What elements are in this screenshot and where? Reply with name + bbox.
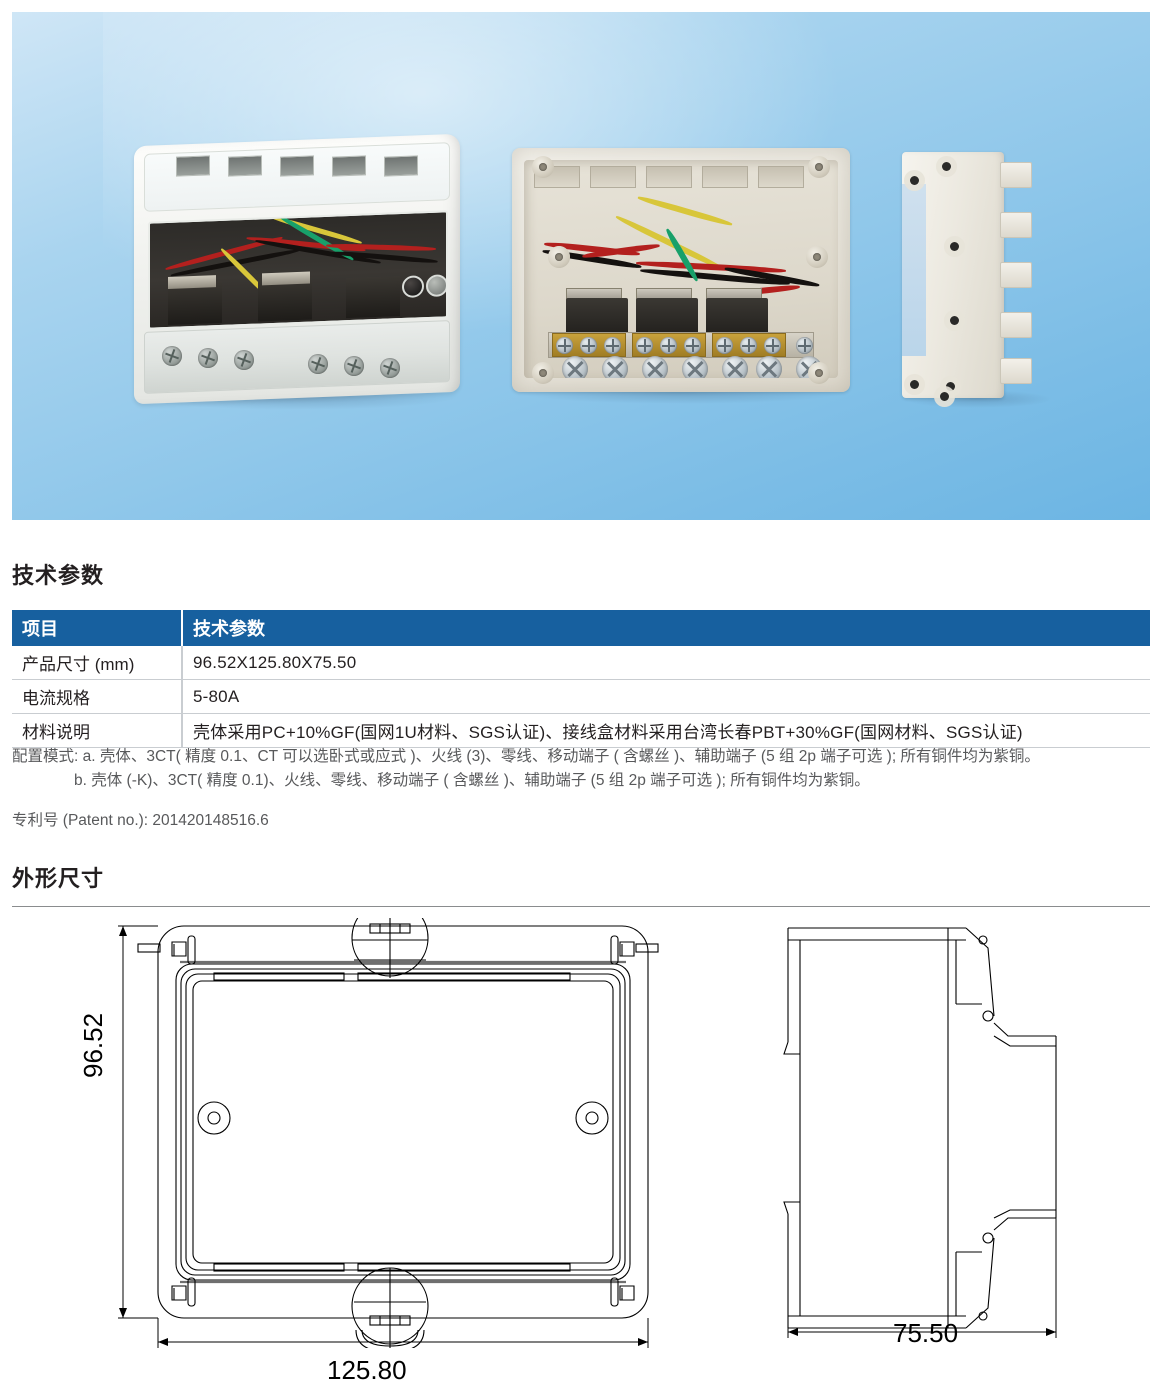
snap-tab bbox=[1000, 212, 1032, 238]
section-title-tech-params: 技术参数 bbox=[12, 563, 105, 588]
mounting-hole bbox=[910, 380, 919, 389]
cover-screw bbox=[682, 356, 708, 378]
table-header-row: 项目 技术参数 bbox=[12, 610, 1150, 646]
terminal-screw bbox=[716, 337, 733, 354]
terminal-screw bbox=[636, 337, 653, 354]
side-view-drawing bbox=[783, 927, 1057, 1338]
mounting-boss bbox=[806, 246, 828, 268]
table-row: 产品尺寸 (mm) 96.52X125.80X75.50 bbox=[12, 646, 1150, 680]
configuration-notes: 配置模式: a. 壳体、3CT( 精度 0.1、CT 可以选卧式或应式 )、火线… bbox=[12, 745, 1162, 793]
terminal-screw bbox=[660, 337, 677, 354]
snap-tab bbox=[1000, 262, 1032, 288]
front-view-drawing bbox=[118, 918, 659, 1348]
terminal-screw bbox=[198, 348, 218, 368]
mounting-hole bbox=[942, 162, 951, 171]
terminal-screw bbox=[604, 337, 621, 354]
patent-number: 专利号 (Patent no.): 201420148516.6 bbox=[12, 812, 269, 829]
dimension-depth-label: 75.50 bbox=[893, 1318, 959, 1348]
terminal-screw bbox=[380, 358, 400, 378]
top-slot bbox=[228, 155, 262, 177]
section-title-dimensions: 外形尺寸 bbox=[12, 866, 105, 891]
current-transformer bbox=[706, 298, 768, 334]
terminal-screw bbox=[308, 354, 328, 374]
vent-opening bbox=[646, 166, 692, 188]
table-row: 材料说明 壳体采用PC+10%GF(国网1U材料、SGS认证)、接线盒材料采用台… bbox=[12, 713, 1150, 748]
terminal-screw bbox=[740, 337, 757, 354]
spec-item-value: 5-80A bbox=[182, 679, 1150, 714]
dimension-width-label: 125.80 bbox=[327, 1355, 407, 1383]
terminal-screw bbox=[684, 337, 701, 354]
terminal-screw bbox=[556, 337, 573, 354]
mounting-hole bbox=[950, 316, 959, 325]
snap-tab bbox=[1000, 162, 1032, 188]
product-photo-banner bbox=[12, 12, 1150, 520]
top-slot bbox=[176, 155, 210, 177]
table-row: 电流规格 5-80A bbox=[12, 679, 1150, 714]
indicator-port bbox=[426, 274, 448, 298]
spec-item-value: 96.52X125.80X75.50 bbox=[182, 646, 1150, 680]
top-slot bbox=[384, 155, 418, 177]
yellow-wire bbox=[637, 194, 733, 228]
mounting-hole bbox=[910, 176, 919, 185]
terminal-screw bbox=[162, 346, 182, 366]
terminal-screw bbox=[796, 337, 813, 354]
cover-screw bbox=[562, 356, 588, 378]
snap-tab bbox=[1000, 358, 1032, 384]
mounting-boss bbox=[532, 362, 554, 384]
vent-opening bbox=[758, 166, 804, 188]
mounting-boss bbox=[548, 246, 570, 268]
mounting-hole bbox=[946, 382, 955, 391]
current-transformer bbox=[566, 298, 628, 334]
terminal-screw bbox=[764, 337, 781, 354]
dimension-height-label: 96.52 bbox=[78, 1012, 108, 1078]
current-transformer bbox=[636, 298, 698, 334]
spec-item-label: 产品尺寸 (mm) bbox=[12, 646, 183, 680]
mounting-boss bbox=[532, 156, 554, 178]
vent-opening bbox=[702, 166, 748, 188]
snap-tab bbox=[1000, 312, 1032, 338]
indicator-port bbox=[402, 275, 424, 299]
meter-display-window bbox=[148, 210, 448, 330]
table-header-item: 项目 bbox=[12, 610, 183, 646]
photo-open-case-with-terminal-block bbox=[508, 146, 854, 408]
mounting-hole bbox=[950, 242, 959, 251]
terminal-cover bbox=[144, 320, 450, 394]
case-interior bbox=[524, 160, 838, 378]
spec-item-label: 材料说明 bbox=[12, 713, 183, 748]
ct-cap bbox=[168, 275, 216, 289]
plate-notch bbox=[902, 184, 926, 356]
cover-screw bbox=[756, 356, 782, 378]
mounting-boss bbox=[808, 156, 830, 178]
config-note-a: 配置模式: a. 壳体、3CT( 精度 0.1、CT 可以选卧式或应式 )、火线… bbox=[12, 748, 1040, 765]
cover-screw bbox=[602, 356, 628, 378]
current-transformer bbox=[346, 276, 400, 319]
terminal-screw bbox=[580, 337, 597, 354]
spec-item-label: 电流规格 bbox=[12, 679, 183, 714]
top-slot bbox=[332, 155, 366, 177]
terminal-screw bbox=[234, 350, 254, 370]
cover-screw bbox=[642, 356, 668, 378]
section-divider bbox=[12, 906, 1150, 907]
meter-top-cover bbox=[144, 142, 450, 212]
spec-item-value: 壳体采用PC+10%GF(国网1U材料、SGS认证)、接线盒材料采用台湾长春PB… bbox=[182, 713, 1150, 748]
spec-table: 项目 技术参数 产品尺寸 (mm) 96.52X125.80X75.50 电流规… bbox=[12, 610, 1150, 748]
mounting-boss bbox=[808, 362, 830, 384]
ct-cap bbox=[262, 271, 310, 286]
photo-meter-housing-with-transparent-cover bbox=[118, 130, 478, 420]
photo-mounting-back-plate bbox=[888, 144, 1078, 412]
top-slot bbox=[280, 155, 314, 177]
mounting-hole bbox=[940, 392, 949, 401]
config-note-b: b. 壳体 (-K)、3CT( 精度 0.1)、火线、零线、移动端子 ( 含螺丝… bbox=[74, 772, 870, 790]
terminal-screw bbox=[344, 356, 364, 376]
vent-opening bbox=[590, 166, 636, 188]
table-header-value: 技术参数 bbox=[182, 610, 1150, 646]
cover-screw bbox=[722, 356, 748, 378]
